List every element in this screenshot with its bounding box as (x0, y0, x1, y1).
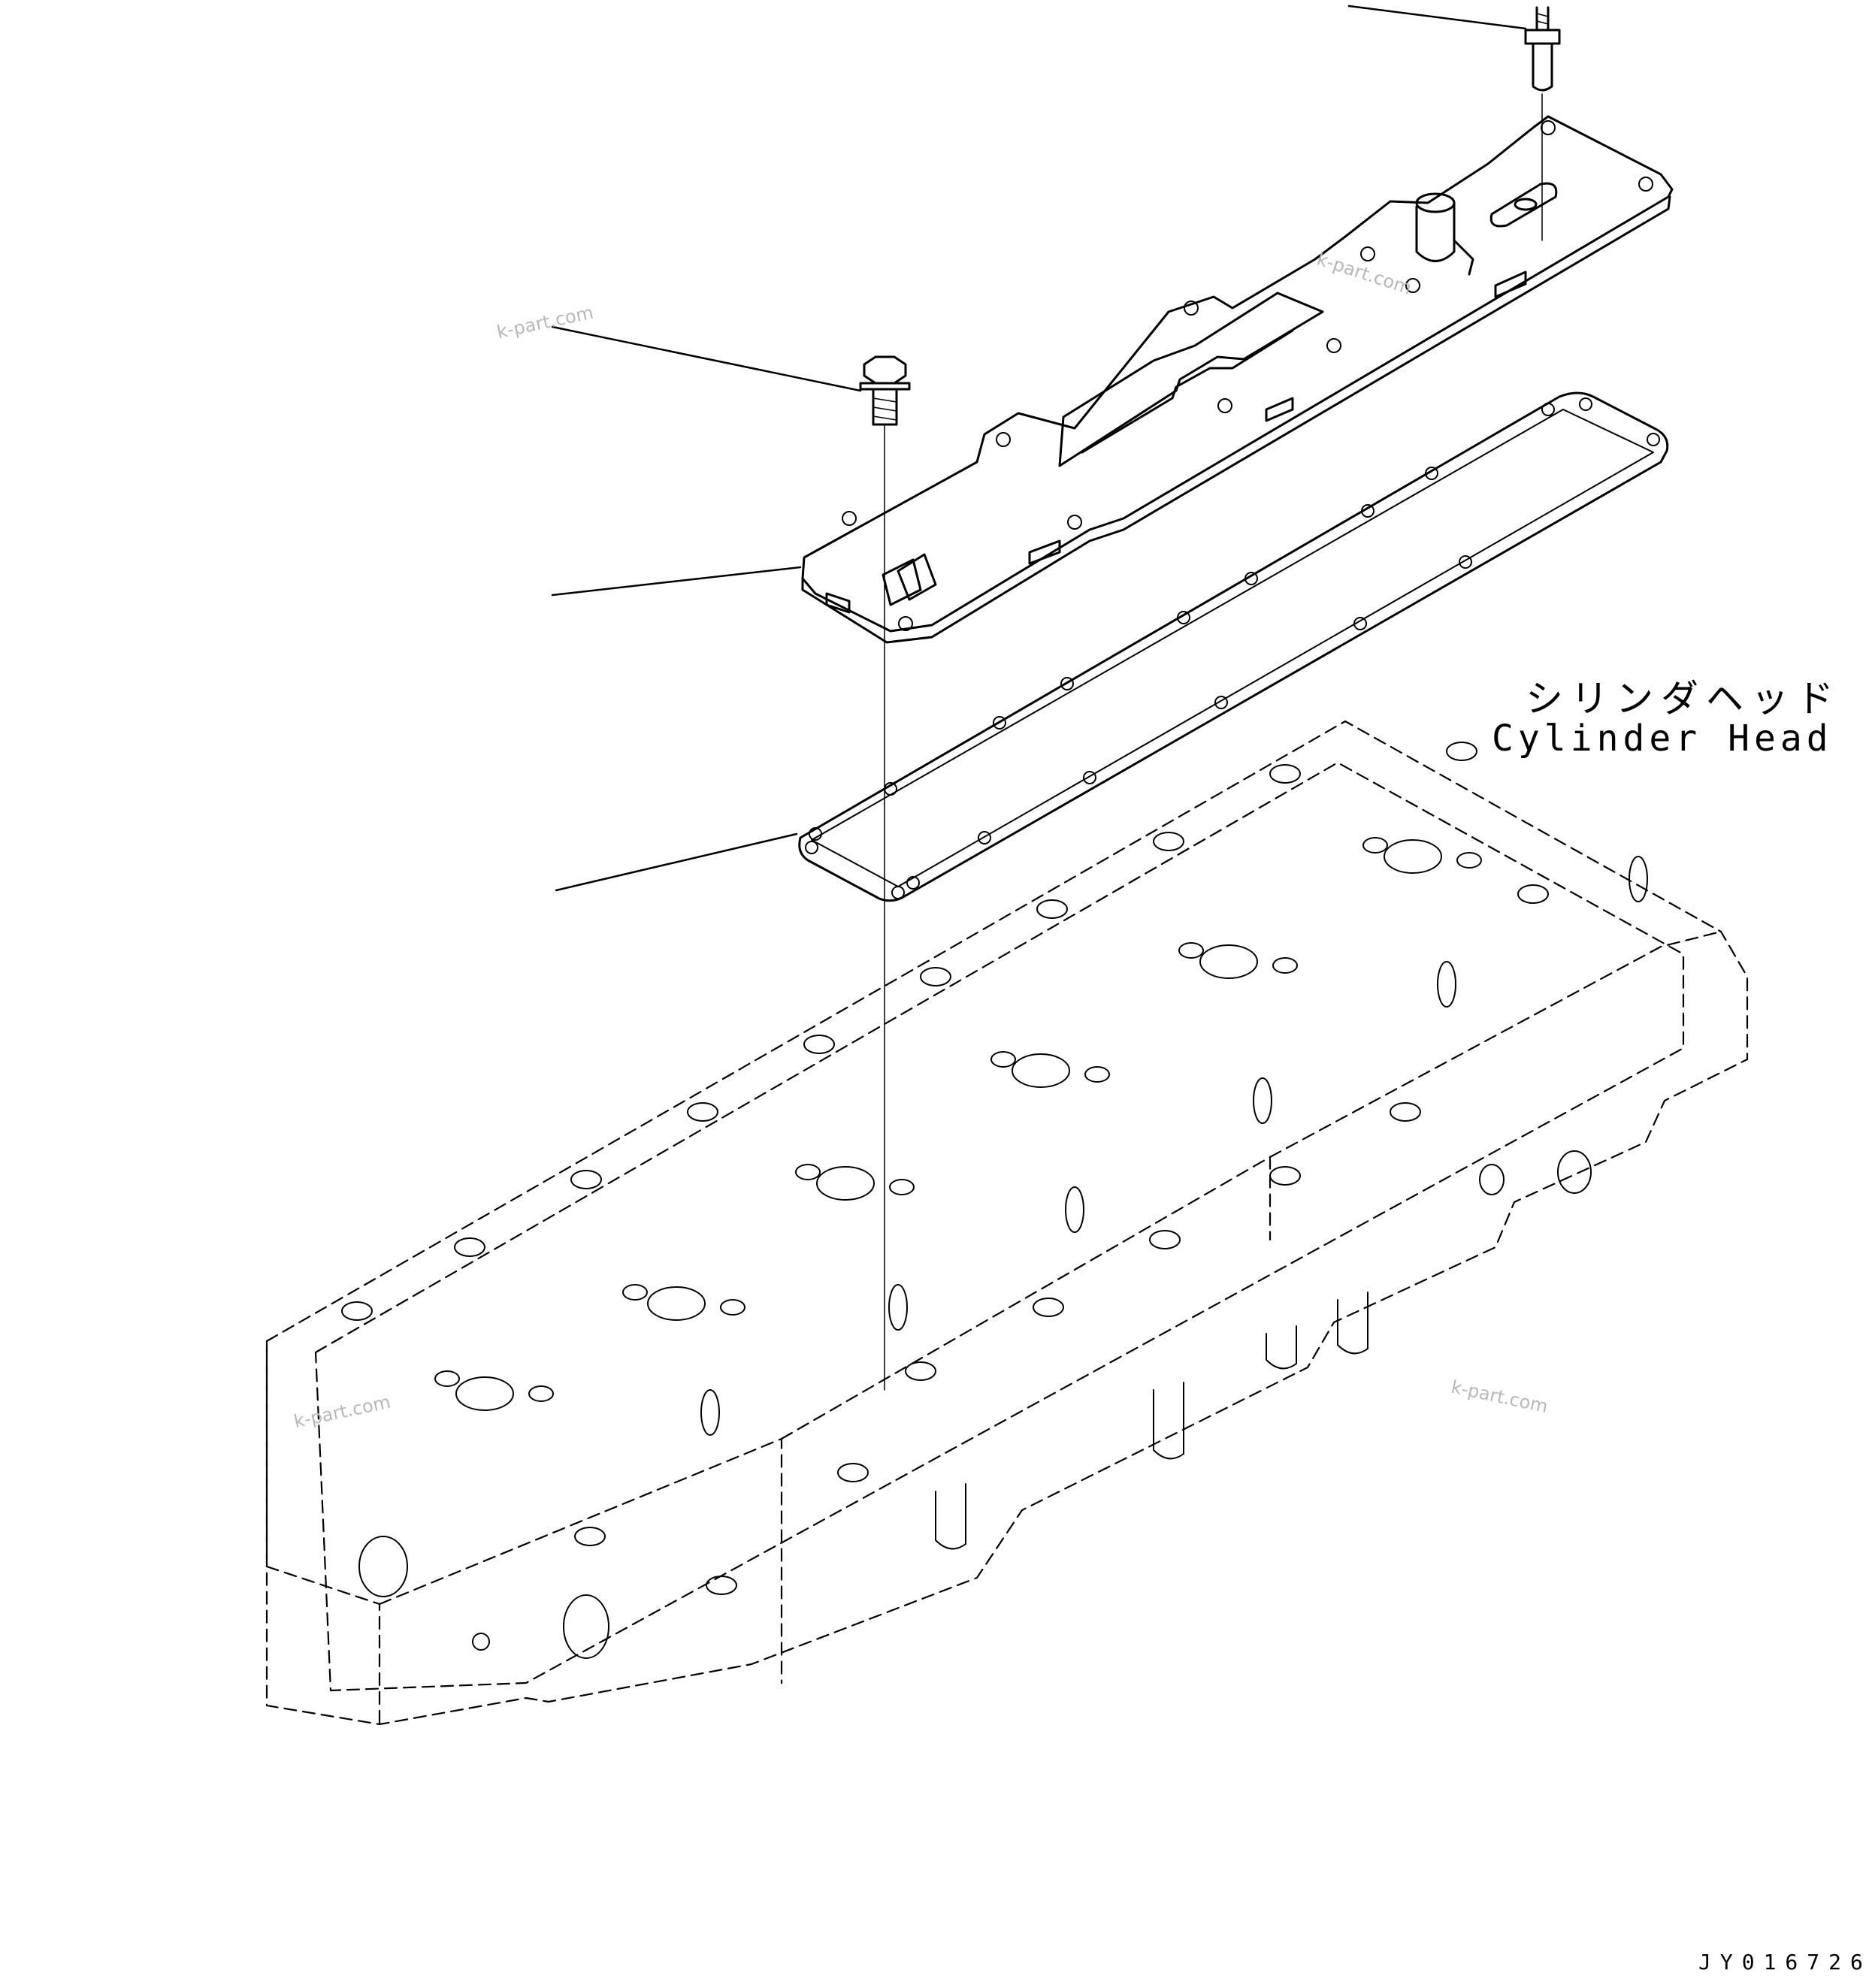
leader-lines (551, 5, 1527, 892)
valve-holes (434, 837, 1482, 1402)
part-label-english: Cylinder Head (1492, 718, 1833, 760)
injector-bores (455, 839, 1442, 1411)
cylinder-head-phantom (265, 720, 1749, 1726)
exploded-parts-diagram (265, 5, 1749, 1726)
lower-bosses (935, 1292, 1368, 1550)
cylinder-head-details (341, 742, 1648, 1659)
end-ports (358, 1150, 1592, 1659)
rear-boss-row (341, 742, 1477, 1321)
alignment-lines (884, 93, 1543, 1391)
front-boss-row (574, 884, 1549, 1595)
part-label-japanese: シリンダヘッド (1526, 677, 1841, 721)
gasket (798, 391, 1669, 902)
drawing-number: JY016726 (1698, 1950, 1872, 1974)
stud-bolt (1524, 6, 1561, 92)
manifold-cover (801, 115, 1674, 644)
side-ports (700, 856, 1648, 1436)
flange-bolt (859, 355, 911, 426)
